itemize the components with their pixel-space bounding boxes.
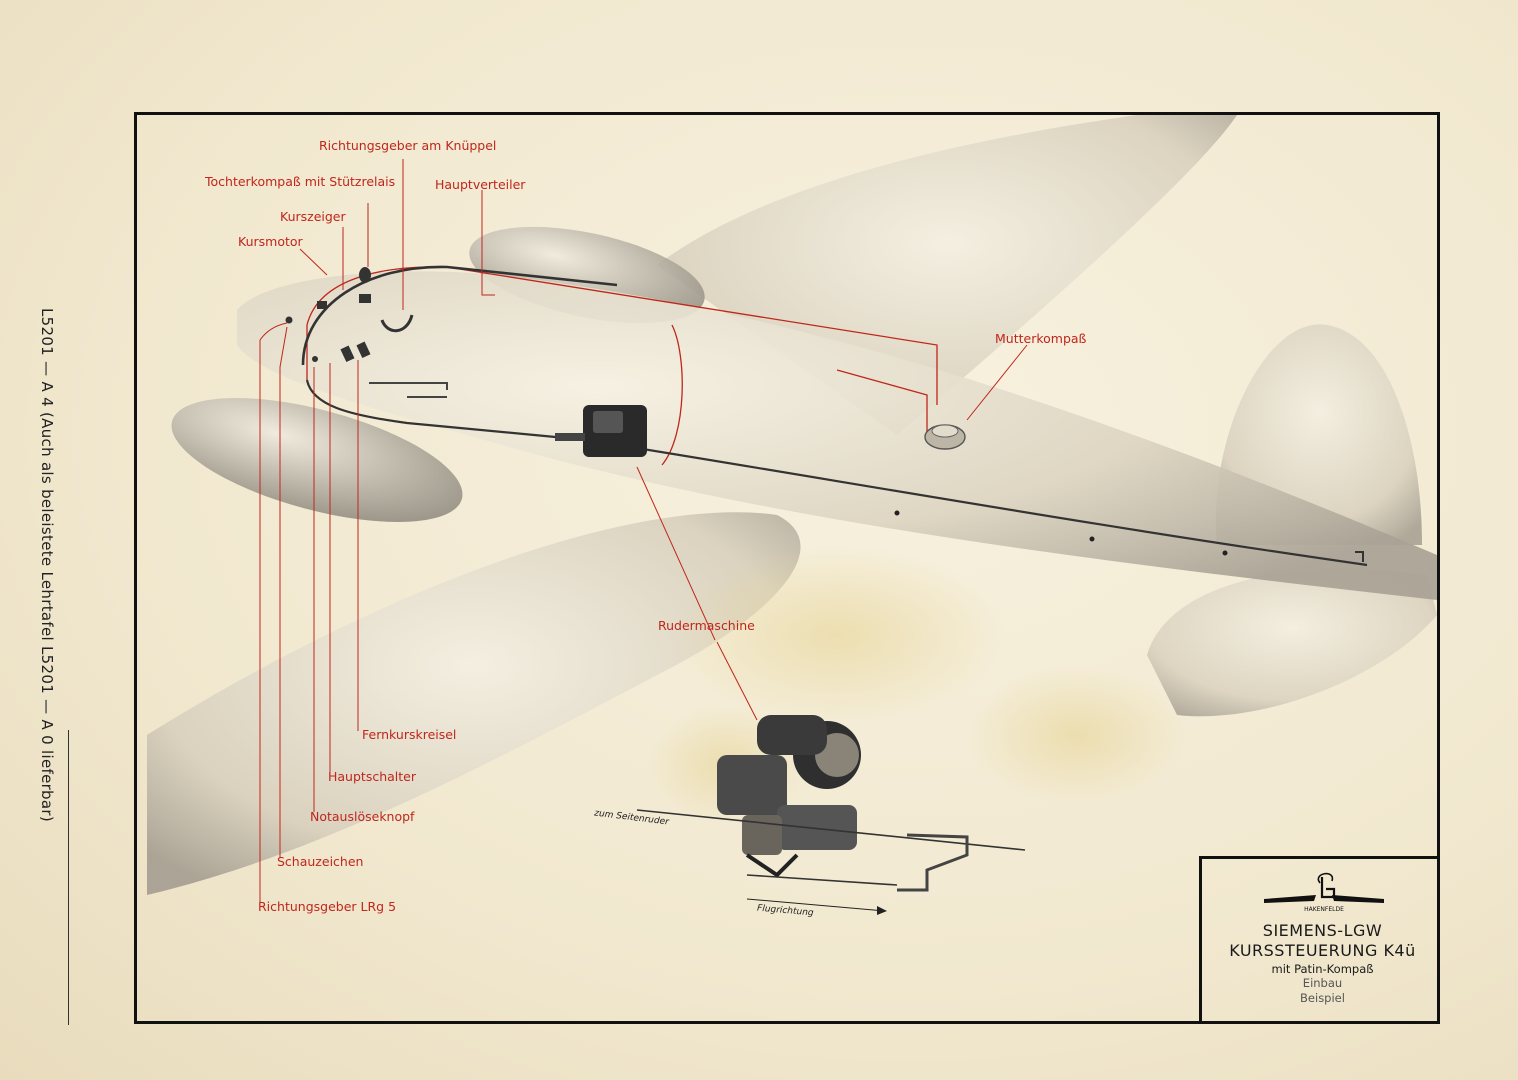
fuselage-section — [836, 369, 928, 435]
cable-junction — [1089, 536, 1095, 542]
diagram-frame: Richtungsgeber am Knüppel Tochterkompaß … — [134, 112, 1440, 1024]
seitenruder-cable — [636, 809, 1026, 851]
lower-engine-nacelle — [171, 398, 463, 522]
leader-lines — [259, 159, 1028, 903]
hauptschalter-instrument — [356, 341, 371, 359]
seitenruder-cable-lower — [746, 874, 898, 886]
title-note-beispiel: Beispiel — [1300, 991, 1345, 1005]
title-note-einbau: Einbau — [1302, 976, 1343, 990]
lower-wing — [147, 512, 801, 895]
label-richtungsgeber-knueppel: Richtungsgeber am Knüppel — [319, 138, 497, 153]
water-stain — [967, 665, 1187, 805]
cable-junction — [1222, 550, 1228, 556]
richtungsgeber-knueppel-instrument — [380, 314, 414, 333]
tochterkompass-instrument — [359, 267, 371, 283]
fernkurskreisel-instrument — [340, 345, 355, 363]
logo-wordmark: HAKENFELDE — [1304, 906, 1344, 913]
brand-name: SIEMENS-LGW — [1262, 921, 1383, 940]
rudermaschine-in-fuselage — [555, 405, 647, 457]
label-kurszeiger: Kurszeiger — [280, 209, 346, 224]
product-name: KURSSTEUERUNG K4ü — [1229, 941, 1416, 960]
cable-junction — [894, 510, 900, 516]
label-tochterkompass: Tochterkompaß mit Stützrelais — [205, 174, 396, 189]
richtungsgeber-lrg5-instrument — [285, 316, 293, 324]
label-fernkurskreisel: Fernkurskreisel — [362, 727, 457, 742]
control-cable — [301, 265, 618, 366]
schauzeichen-instrument — [312, 356, 318, 362]
label-mutterkompass: Mutterkompaß — [995, 331, 1087, 346]
kurszeiger-instrument — [359, 294, 371, 303]
aircraft-illustration — [147, 115, 1437, 915]
flugrichtung-arrow — [746, 898, 886, 912]
label-hauptschalter: Hauptschalter — [328, 769, 416, 784]
title-block: HAKENFELDE SIEMENS-LGW KURSSTEUERUNG K4ü… — [1199, 856, 1437, 1021]
label-rudermaschine: Rudermaschine — [658, 618, 755, 633]
product-subtitle: mit Patin-Kompaß — [1271, 962, 1374, 976]
side-rule — [68, 730, 69, 1025]
label-kursmotor: Kursmotor — [238, 234, 303, 249]
horizontal-stabilizer — [1147, 568, 1437, 717]
mutterkompass-instrument — [924, 424, 966, 450]
side-note: L5201 — A 4 (Auch als beleistete Lehrtaf… — [38, 307, 56, 823]
kursmotor-instrument — [317, 301, 327, 309]
flugrichtung-arrowhead — [877, 906, 887, 915]
label-schauzeichen: Schauzeichen — [277, 854, 364, 869]
label-richtungsgeber-lrg5: Richtungsgeber LRg 5 — [258, 899, 397, 914]
rudermaschine-inset — [717, 715, 861, 878]
cable-bracket — [897, 833, 969, 892]
lgw-logo-icon: HAKENFELDE — [1264, 872, 1384, 913]
fuselage — [237, 271, 1437, 600]
water-stain — [667, 545, 1007, 725]
label-notausloeseknopf: Notauslöseknopf — [310, 809, 415, 824]
label-hauptverteiler: Hauptverteiler — [435, 177, 526, 192]
pedal-linkage — [369, 382, 448, 390]
control-cable — [305, 379, 1368, 567]
tail-bracket — [1355, 551, 1364, 562]
